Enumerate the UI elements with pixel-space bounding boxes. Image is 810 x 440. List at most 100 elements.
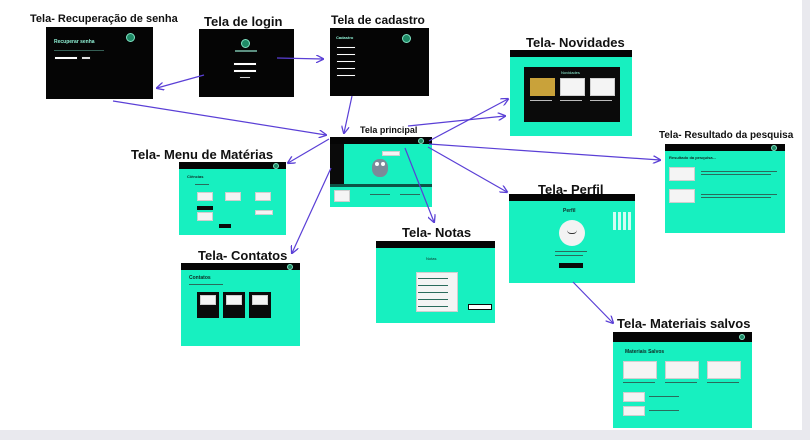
contatos-card-1[interactable] <box>197 292 219 318</box>
login-password-field[interactable] <box>233 69 257 73</box>
materiais-item-2[interactable] <box>665 361 699 379</box>
resultado-topbar <box>665 144 785 151</box>
logo-icon <box>273 163 279 169</box>
recuperacao-heading: Recuperar senha <box>54 39 95 45</box>
novidades-caption-2 <box>560 100 582 101</box>
screen-contatos: Contatos <box>181 263 300 346</box>
title-novidades: Tela- Novidades <box>526 35 625 50</box>
principal-card-1[interactable] <box>334 190 350 202</box>
materiais-item-1[interactable] <box>623 361 657 379</box>
menu-topbar <box>179 162 286 169</box>
contatos-card-1-photo <box>200 295 216 305</box>
screen-novidades: Novidades <box>510 50 632 136</box>
arrow-cadastro-to-principal <box>344 95 353 133</box>
materiais-caption-4 <box>649 396 679 397</box>
title-cadastro: Tela de cadastro <box>331 13 425 27</box>
cadastro-field-3[interactable] <box>336 60 356 63</box>
novidades-caption-3 <box>590 100 612 101</box>
materiais-heading: Materiais Salvos <box>625 349 665 355</box>
notas-heading: Notas <box>426 256 437 261</box>
materiais-item-5[interactable] <box>623 406 645 416</box>
arrow-principal-to-perfil <box>427 146 507 192</box>
screen-resultado-pesquisa: Resultado da pesquisa... <box>665 144 785 233</box>
resultado-item-2-text <box>701 194 777 195</box>
title-menu-materias: Tela- Menu de Matérias <box>131 147 274 162</box>
owl-eye-right-icon <box>381 162 385 166</box>
perfil-info-1 <box>555 251 587 252</box>
notas-row-5 <box>418 306 448 307</box>
notas-input[interactable] <box>468 304 492 310</box>
logo-icon <box>739 334 745 340</box>
cadastro-field-1[interactable] <box>336 46 356 49</box>
perfil-button[interactable] <box>559 263 583 268</box>
menu-item-4[interactable] <box>197 212 213 221</box>
arrow-principal-to-menu <box>288 138 330 163</box>
menu-button[interactable] <box>219 224 231 228</box>
menu-section-bar <box>197 206 213 210</box>
recuperacao-email-field[interactable] <box>54 56 78 60</box>
title-notas: Tela- Notas <box>402 225 472 240</box>
menu-item-2[interactable] <box>225 192 241 201</box>
arrow-principal-to-resultado <box>428 143 660 160</box>
arrow-recuperacao-to-principal <box>112 100 326 135</box>
logo-icon <box>126 33 135 42</box>
menu-heading: Ciências <box>187 174 204 179</box>
cadastro-field-4[interactable] <box>336 67 356 70</box>
recuperacao-send-button[interactable] <box>81 56 91 60</box>
screen-menu-materias: Ciências <box>179 162 286 235</box>
resultado-item-2-thumb[interactable] <box>669 189 695 203</box>
novidades-topbar <box>510 50 632 57</box>
contatos-heading: Contatos <box>189 275 211 281</box>
novidades-image-1[interactable] <box>530 78 555 96</box>
principal-search-field[interactable] <box>382 151 400 156</box>
notas-row-1 <box>418 278 448 279</box>
perfil-topbar <box>509 194 635 201</box>
menu-subtitle <box>195 184 209 185</box>
materiais-item-3[interactable] <box>707 361 741 379</box>
cadastro-field-5[interactable] <box>336 74 356 77</box>
arrow-perfil-to-materiais <box>572 281 613 323</box>
perfil-info-2 <box>555 255 583 256</box>
arrow-principal-to-novidades <box>407 116 505 127</box>
resultado-item-1-text-2 <box>701 174 771 175</box>
logo-icon <box>241 39 250 48</box>
logo-icon <box>287 264 293 270</box>
title-materiais-salvos: Tela- Materiais salvos <box>617 316 751 331</box>
logo-icon <box>402 34 411 43</box>
contatos-card-3[interactable] <box>249 292 271 318</box>
logo-wordmark <box>235 50 257 52</box>
menu-item-3[interactable] <box>255 192 271 201</box>
title-perfil: Tela- Perfil <box>538 182 604 197</box>
novidades-image-3[interactable] <box>590 78 615 96</box>
resultado-item-2-text-2 <box>701 197 771 198</box>
novidades-image-2[interactable] <box>560 78 585 96</box>
resultado-item-1-thumb[interactable] <box>669 167 695 181</box>
cadastro-field-2[interactable] <box>336 53 356 56</box>
login-user-field[interactable] <box>233 62 257 66</box>
screen-notas: Notas <box>376 241 495 323</box>
title-principal: Tela principal <box>360 125 418 135</box>
owl-eye-left-icon <box>375 162 379 166</box>
menu-item-5[interactable] <box>255 210 273 215</box>
menu-item-1[interactable] <box>197 192 213 201</box>
contatos-card-2[interactable] <box>223 292 245 318</box>
screen-login <box>199 29 294 97</box>
notas-topbar <box>376 241 495 248</box>
novidades-caption-1 <box>530 100 552 101</box>
materiais-caption-5 <box>649 410 679 411</box>
screen-recuperacao-senha: Recuperar senha <box>46 27 153 99</box>
logo-icon <box>418 138 424 144</box>
perfil-grid <box>613 212 631 230</box>
contatos-card-3-photo <box>252 295 268 305</box>
novidades-panel: Novidades <box>524 67 620 122</box>
principal-sidebar <box>330 144 344 184</box>
scrollbar-vertical[interactable] <box>802 0 810 440</box>
login-button[interactable] <box>239 76 251 79</box>
scrollbar-horizontal[interactable] <box>0 430 810 440</box>
principal-bottom-bar <box>330 184 432 187</box>
principal-text-1 <box>370 194 390 195</box>
materiais-item-4[interactable] <box>623 392 645 402</box>
title-contatos: Tela- Contatos <box>198 248 288 263</box>
owl-mascot-icon <box>372 159 388 177</box>
materiais-topbar <box>613 332 752 342</box>
